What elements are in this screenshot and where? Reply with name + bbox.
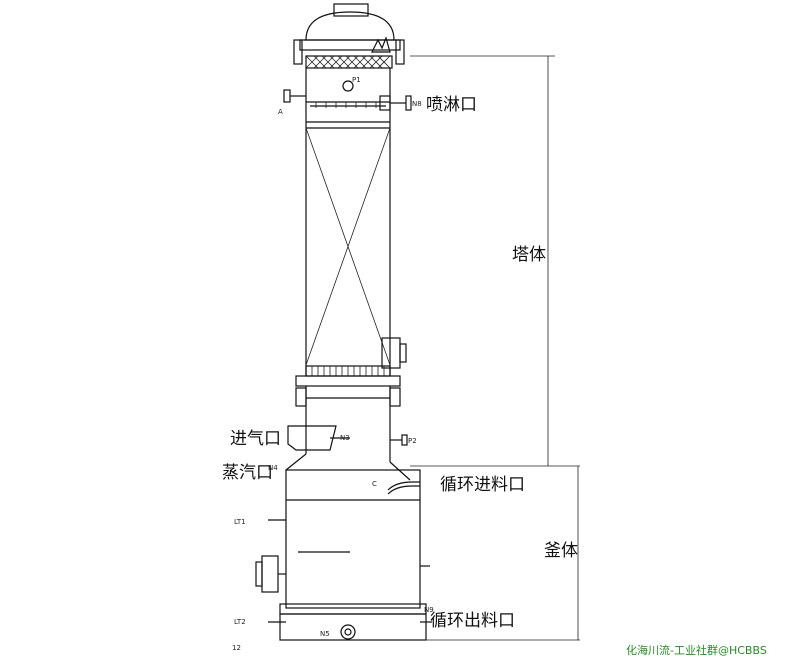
lower-column: [285, 386, 411, 481]
circ-feed-inlet-label: 循环进料口: [440, 475, 525, 495]
tag-n5: N5: [320, 630, 330, 638]
tag-p2: P2: [408, 437, 417, 445]
tag-a: A: [278, 108, 283, 116]
tag-c: C: [372, 480, 377, 488]
tower-column: [283, 68, 412, 407]
tag-n4: N4: [268, 464, 278, 472]
tag-n9: N9: [424, 606, 434, 614]
tag-lt2: LT2: [234, 618, 246, 626]
spray-nozzles: [315, 102, 377, 108]
tower-body-label: 塔体: [512, 245, 546, 265]
tag-n3: N3: [340, 434, 350, 442]
circ-discharge-label: 循环出料口: [430, 611, 515, 631]
tag-n8: N8: [412, 100, 422, 108]
tag-12: 12: [232, 644, 241, 652]
watermark: 化海川流-工业社群@HCBBS: [626, 643, 767, 657]
gas-inlet-label: 进气口: [230, 429, 281, 449]
steam-inlet-label: 蒸汽口: [222, 463, 273, 483]
kettle-body-label: 釜体: [544, 541, 578, 561]
packing-support-grid: [311, 366, 385, 376]
dimension-lines: [410, 55, 580, 641]
tag-p1: P1: [352, 76, 361, 84]
spray-inlet-label: 喷淋口: [426, 95, 477, 115]
tag-lt1: LT1: [234, 518, 246, 526]
demister-mesh: [305, 55, 391, 69]
top-dome: [293, 3, 405, 69]
kettle-vessel: [255, 469, 432, 641]
